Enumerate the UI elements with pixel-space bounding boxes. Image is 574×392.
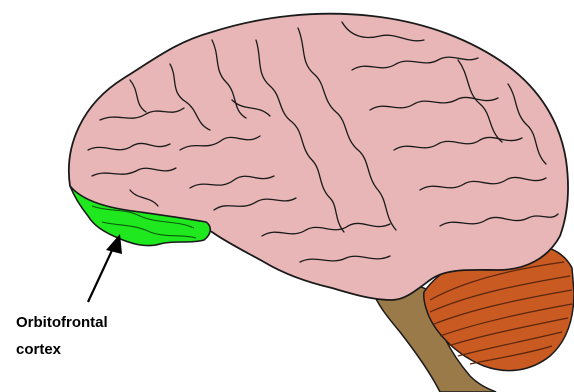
cerebrum <box>69 14 568 300</box>
label-line-2: cortex <box>16 336 156 363</box>
label-line-1: Orbitofrontal <box>16 309 156 336</box>
arrow-icon <box>88 234 122 302</box>
orbitofrontal-cortex-label: Orbitofrontal cortex <box>16 309 156 363</box>
